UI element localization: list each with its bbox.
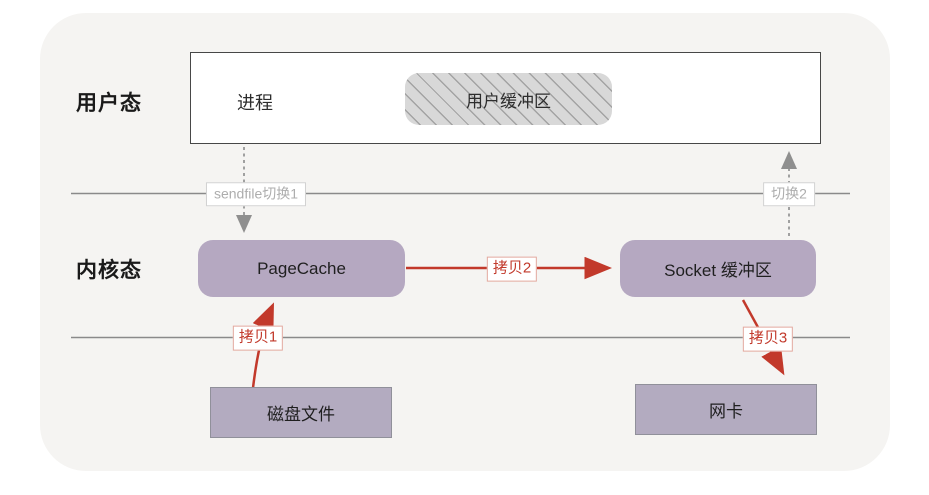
user-buffer-box: 用户缓冲区 [405, 73, 612, 125]
switch1-label-chip: sendfile切换1 [205, 182, 307, 206]
pagecache-node: PageCache [198, 240, 405, 297]
nic-label: 网卡 [709, 402, 743, 421]
nic-node: 网卡 [635, 384, 817, 435]
switch2-label-chip: 切换2 [763, 182, 815, 206]
socket-buffer-node: Socket 缓冲区 [620, 240, 816, 297]
copy2-label-chip: 拷贝2 [486, 256, 538, 282]
copy1-label-chip: 拷贝1 [232, 325, 284, 351]
zone-label-user-mode: 用户态 [76, 92, 142, 115]
socket-buffer-label: Socket 缓冲区 [664, 261, 772, 280]
zone-label-kernel-mode: 内核态 [76, 259, 142, 282]
copy3-label-chip: 拷贝3 [742, 326, 794, 352]
disk-file-node: 磁盘文件 [210, 387, 392, 438]
disk-file-label: 磁盘文件 [267, 405, 335, 424]
user-buffer-label: 用户缓冲区 [466, 91, 551, 111]
pagecache-label: PageCache [257, 258, 346, 278]
process-label: 进程 [237, 93, 273, 113]
